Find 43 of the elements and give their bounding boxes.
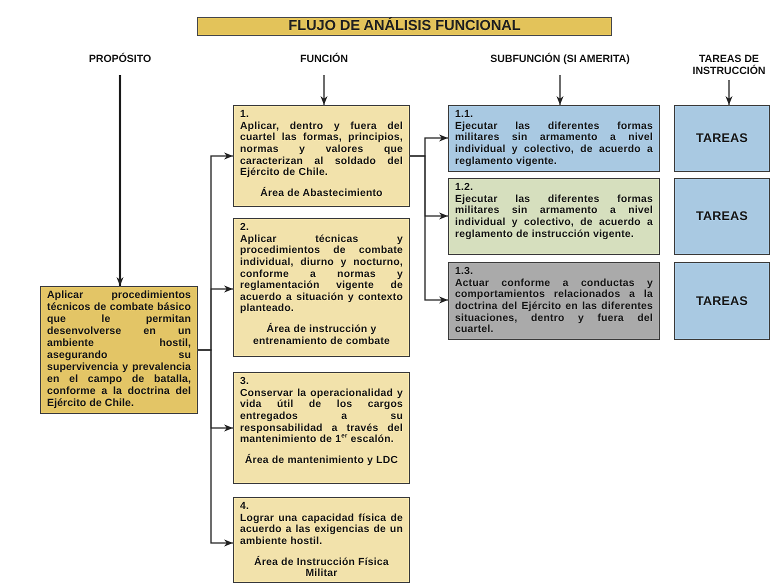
function-box [233, 218, 410, 357]
area-label: Área de instrucción y entrenamiento de combate [252, 324, 392, 348]
arrow [198, 349, 233, 547]
arrow [556, 75, 564, 105]
area-label: Área de Instrucción Física Militar [253, 556, 390, 580]
arrow [410, 155, 448, 304]
item-number: 1.3. [455, 266, 474, 278]
description-text: Aplicar técnicas y procedimientos de combate individual, diurno y nocturno, conforme a normas y reglamentación vigente de acuerdo a situación y contexto planteado. [240, 234, 403, 315]
title-banner: FLUJO DE ANÁLISIS FUNCIONAL [197, 17, 612, 36]
arrow [725, 80, 733, 105]
item-number: 4. [240, 501, 250, 513]
description-text: Ejecutar las diferentes formas militares sin armamento a nivel individual y colectivo, de acuerdo a reglamento vigente. [455, 120, 653, 168]
function-box [233, 105, 410, 207]
arrow [320, 75, 328, 105]
subfunction-box [448, 262, 660, 340]
column-header: FUNCIÓN [264, 53, 384, 67]
column-header: PROPÓSITO [60, 53, 180, 67]
column-header: SUBFUNCIÓN (SI AMERITA) [455, 53, 665, 67]
item-number: 3. [240, 376, 250, 388]
task-box [674, 262, 770, 340]
description-text: Aplicar, dentro y fuera del cuartel las formas, principios, normas y valores que caracterizan al soldado del Ejército de Chile. [240, 120, 403, 179]
description-text: Ejecutar las diferentes formas militares sin armamento a nivel individual y colectivo, de acuerdo a reglamento de instrucción vigente. [455, 194, 653, 240]
description-text: Lograr una capacidad física de acuerdo a las exigencias de un ambiente hostil. [240, 512, 403, 548]
function-box [233, 497, 410, 583]
item-number: 1. [240, 109, 250, 121]
item-number: 1.1. [455, 109, 474, 121]
subfunction-box [448, 178, 660, 255]
function-box [233, 372, 410, 484]
arrow [116, 75, 124, 286]
item-number: 2. [240, 222, 250, 234]
task-label: TAREAS [696, 294, 748, 308]
task-label: TAREAS [696, 209, 748, 224]
item-number: 1.2. [455, 182, 474, 194]
area-label: Área de Abastecimiento [259, 188, 384, 200]
task-label: TAREAS [696, 131, 748, 146]
task-box [674, 105, 770, 172]
task-box [674, 178, 770, 255]
subfunction-box [448, 105, 660, 172]
description-text: Conservar la operacionalidad y vida útil de los cargos entregados a su responsabilidad a través del mantenimiento de 1$^{er}$ escalón. [240, 388, 403, 446]
purpose-text: Aplicar procedimientos técnicos de combate básico que le permitan desenvolverse en un ambiente hostil, asegurando su supervivencia y prevalencia en el campo de batalla, conforme a la doctrina del Ejército de Chile. [47, 290, 191, 410]
description-text: Actuar conforme a conductas y comportamientos relacionados a la doctrina del Ejército en las diferentes situaciones, dentro y fuera del cuartel. [455, 278, 653, 336]
area-label: Área de mantenimiento y LDC [244, 454, 400, 466]
column-header: TAREAS DE INSTRUCCIÓN [677, 53, 776, 79]
